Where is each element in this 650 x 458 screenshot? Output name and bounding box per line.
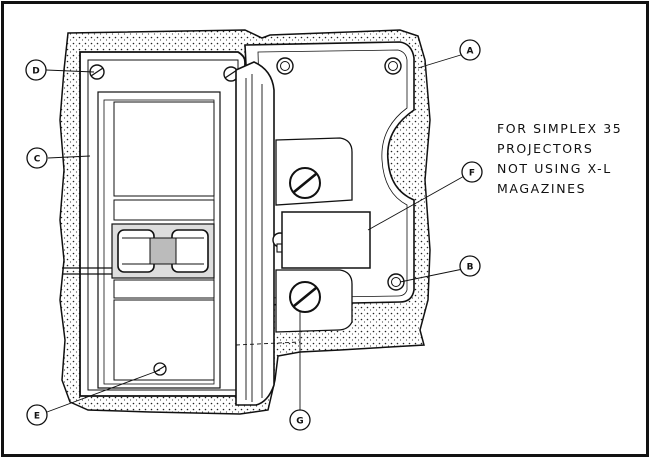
caption-block: FOR SIMPLEX 35 PROJECTORS NOT USING X-L … [497,121,622,196]
screw-top-left [276,57,294,75]
svg-text:A: A [467,47,474,57]
slotted-screw-g [289,281,321,313]
caption-line-3: NOT USING X-L [497,161,612,176]
callout-d: D [25,59,47,81]
leader-e [46,369,161,413]
latch-tongue [281,211,371,269]
callout-e: E [26,404,48,426]
svg-text:C: C [34,155,41,165]
callout-c: C [26,147,48,169]
svg-text:F: F [469,169,475,179]
hinge-strip [235,61,275,406]
svg-text:B: B [467,263,474,273]
screw-top-right [384,57,402,75]
svg-text:E: E [34,412,40,422]
caption-line-2: PROJECTORS [497,141,593,156]
leader-c [47,155,91,159]
callout-f: F [461,161,483,183]
leader-a [417,53,465,69]
svg-text:G: G [296,417,303,427]
svg-text:D: D [32,67,39,77]
leader-f [367,174,467,231]
roller-assembly [111,199,215,299]
screw-e [153,362,167,376]
callout-a: A [459,39,481,61]
caption-line-4: MAGAZINES [497,181,586,196]
slotted-screw-upper [289,167,321,199]
leader-d [45,69,95,73]
callout-b: B [459,255,481,277]
callout-g: G [289,409,311,431]
caption-line-1: FOR SIMPLEX 35 [497,121,622,136]
leader-b [399,268,464,283]
